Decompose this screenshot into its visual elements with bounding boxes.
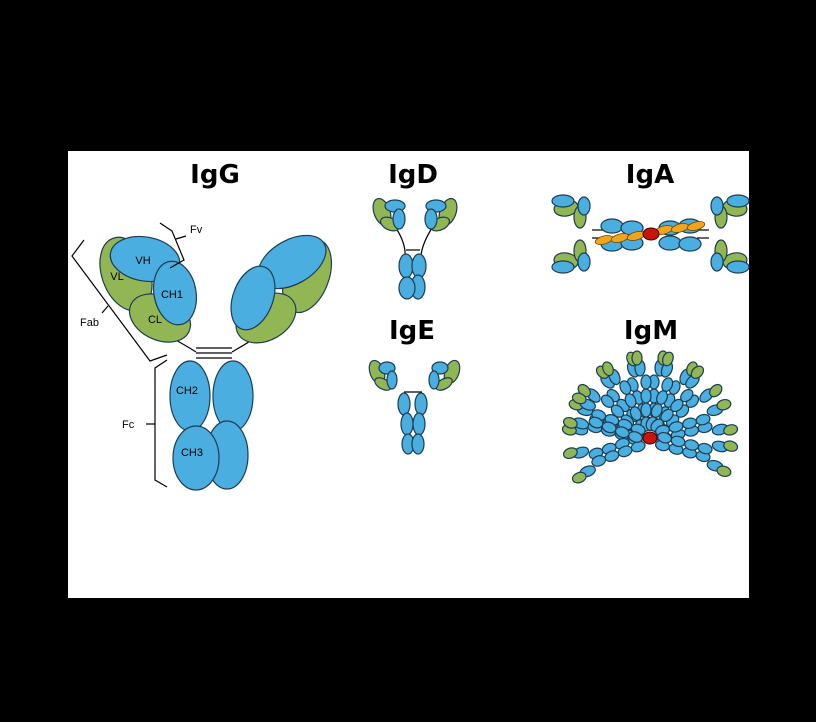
igg-title: IgG <box>190 160 240 190</box>
iga-structure <box>551 194 750 274</box>
igm-structure <box>561 350 739 484</box>
vh-label: VH <box>135 255 150 267</box>
fv-label: Fv <box>190 224 203 236</box>
ch3-label: CH3 <box>181 447 203 459</box>
igd-title: IgD <box>388 160 438 190</box>
igm-title: IgM <box>624 316 678 346</box>
fc-label: Fc <box>122 419 135 431</box>
ige-title: IgE <box>389 316 435 346</box>
fc-bracket <box>154 359 168 488</box>
fab-label: Fab <box>80 317 99 329</box>
igd-structure <box>372 197 458 300</box>
ch2-label: CH2 <box>176 385 198 397</box>
ch1-domain <box>152 260 198 326</box>
cl-label: CL <box>148 314 162 326</box>
vl-label: VL <box>110 271 123 283</box>
ige-structure <box>368 359 461 455</box>
iga-title: IgA <box>626 160 674 190</box>
ch1-label: CH1 <box>161 289 183 301</box>
igg-structure: VH VL CH1 CL CH2 CH3 Fv Fab Fc <box>71 222 333 491</box>
fv-bracket <box>159 222 185 269</box>
fab-bracket <box>71 239 168 362</box>
igm-j-chain <box>642 431 658 445</box>
ch3-domain <box>172 425 220 491</box>
iga-j-chain <box>642 227 660 241</box>
